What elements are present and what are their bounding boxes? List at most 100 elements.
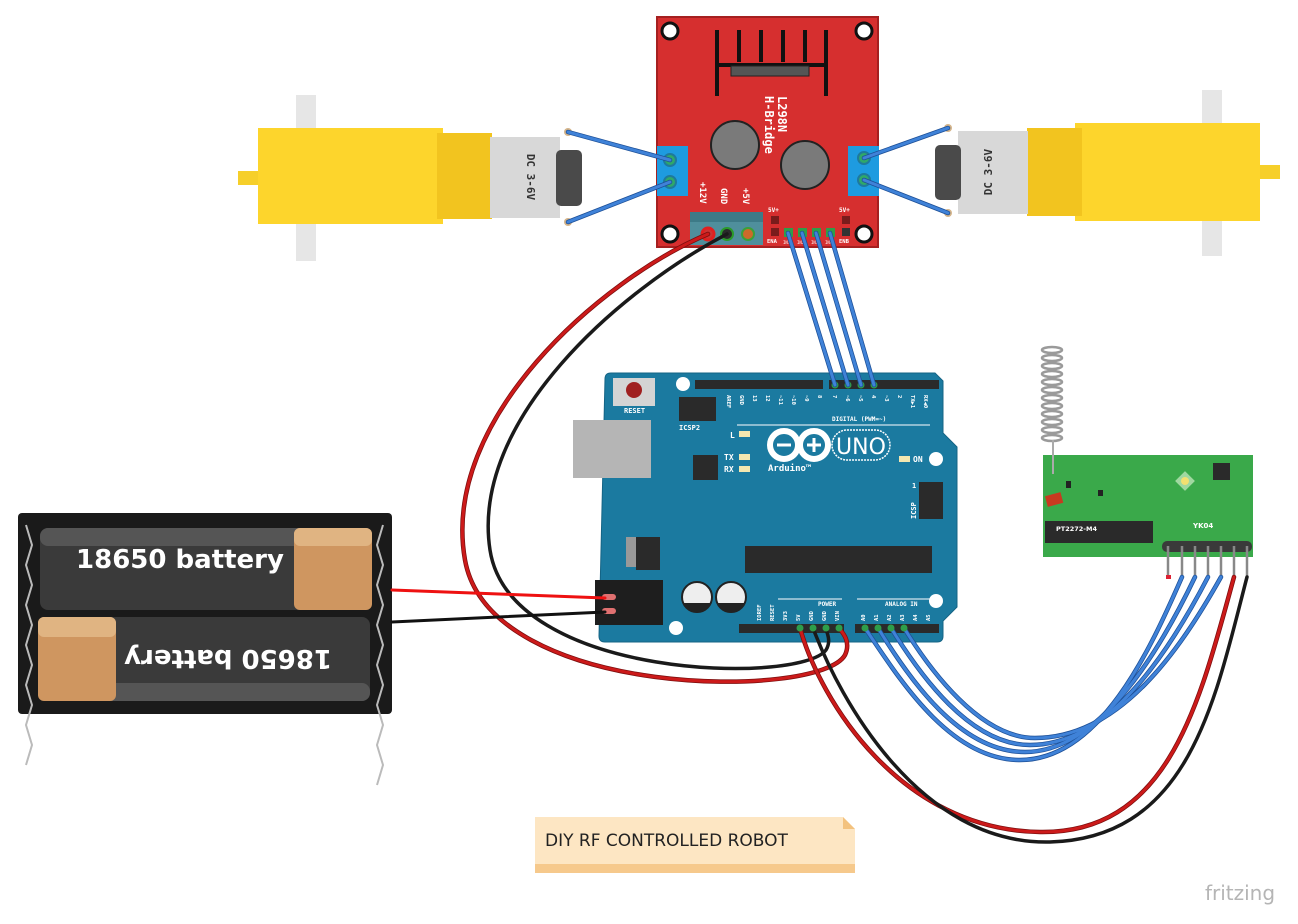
wire-in4-d4[interactable] [828,231,876,387]
right-motor-body [958,131,1028,214]
svg-text:A2: A2 [887,614,893,621]
smd-component [1066,481,1071,488]
pin-enb[interactable] [842,228,850,236]
power-header[interactable] [739,624,844,633]
pin-a2[interactable] [887,624,895,632]
l298n-hbridge[interactable]: L298N H-Bridge +12V GND +5V 5V+ 5V+ [656,16,879,248]
crystal [1044,492,1064,507]
pin-gnd-2[interactable] [822,624,830,632]
label-in2: IN2 [797,240,805,245]
svg-text:~6: ~6 [844,395,850,402]
analog-header[interactable] [855,624,939,633]
yk04-label: YK04 [1192,522,1213,530]
label-in3: IN3 [811,240,819,245]
battery-cell-top: 18650 battery [40,528,372,610]
wire-a0-rf-d0[interactable] [863,575,1184,762]
left-motor[interactable]: DC 3-6V [238,95,582,261]
svg-text:A3: A3 [900,614,906,621]
icsp2-header[interactable] [679,397,716,421]
label-5v: +5V [740,188,750,205]
led-tx [739,454,750,460]
wire-gnd-rf-gnd[interactable] [811,575,1249,844]
wire-left-motor-1[interactable] [566,130,672,162]
led-on [899,456,910,462]
wire-battery-positive[interactable] [390,588,607,600]
voltage-regulator [636,537,660,570]
pin-a1[interactable] [874,624,882,632]
pin-vin[interactable] [835,624,843,632]
wire-a1-rf-d1[interactable] [876,575,1197,754]
right-motor[interactable]: DC 3-6V [935,90,1280,256]
wire-right-motor-2[interactable] [862,178,950,215]
antenna-coil [1040,345,1064,443]
svg-text:A0: A0 [861,614,867,621]
wire-12v-vin[interactable] [461,232,849,684]
pin-a0[interactable] [861,624,869,632]
note-footer [535,864,855,873]
arduino-uno[interactable]: RESET ICSP2 AREF GND 13 12 ~11 ~10 ~9 8 … [573,372,958,643]
wire-in1-d7[interactable] [786,231,837,387]
pin-5v[interactable] [796,624,804,632]
capacitor [710,120,760,170]
wire-5v-rf-vcc[interactable] [798,575,1236,834]
capacitor [780,140,830,190]
terminal-5v[interactable] [741,227,755,241]
icsp-header[interactable] [919,482,943,519]
battery-cell-bottom: 18650 battery [38,617,370,701]
svg-text:VIN: VIN [835,611,841,621]
left-motor-shaft [238,171,260,185]
arduino-logo: UNO [767,428,891,462]
svg-text:GND: GND [822,610,828,621]
wire-in2-d6[interactable] [800,231,850,387]
usb-chip [693,455,718,480]
note-corner-fold [843,817,855,829]
svg-text:2: 2 [896,395,902,398]
mounting-hole [929,452,943,466]
pt2272-label: PT2272-M4 [1056,525,1097,533]
battery-holder[interactable]: 18650 battery 18650 battery [18,513,392,786]
power-terminal-top [690,212,763,222]
pin-a3[interactable] [900,624,908,632]
rf-receiver-module[interactable]: PT2272-M4 YK04 [1040,345,1253,579]
smd-component [1098,490,1103,496]
left-motor-label: DC 3-6V [524,154,537,201]
wire-a2-rf-d2[interactable] [889,575,1210,747]
ic-chip [1213,463,1230,480]
battery-bottom-label: 18650 battery [124,643,332,673]
svg-text:A1: A1 [874,614,880,621]
icsp-label: ICSP [910,502,918,519]
svg-text:3V3: 3V3 [783,611,789,621]
wires[interactable] [390,125,1249,844]
wire-a3-rf-d3[interactable] [902,575,1223,740]
wire-right-motor-1[interactable] [862,126,950,160]
mounting-hole [669,621,683,635]
svg-text:RX◀0: RX◀0 [922,395,928,408]
pin-ena[interactable] [771,228,779,236]
mounting-hole [929,594,943,608]
usb-port[interactable] [573,420,651,478]
analog-pin-labels: A0 A1 A2 A3 A4 A5 [861,614,932,621]
wire-gnd-gnd[interactable] [486,232,831,671]
note-text[interactable]: DIY RF CONTROLLED ROBOT [545,831,789,851]
note[interactable]: DIY RF CONTROLLED ROBOT [535,817,855,873]
left-motor-gearbox [258,128,443,224]
wire-left-motor-2[interactable] [566,180,672,224]
potentiometer-screw [1181,477,1189,485]
power-label: POWER [818,601,836,608]
pin-gnd[interactable] [809,624,817,632]
wire-in3-d5[interactable] [814,231,863,387]
svg-text:13: 13 [751,395,757,402]
right-motor-gear-cap [1027,128,1082,216]
dc-power-jack[interactable] [595,580,663,625]
wire-battery-negative[interactable] [390,610,607,624]
reset-button-cap[interactable] [626,382,642,398]
left-motor-gear-cap [437,133,492,219]
l298n-chip [730,65,810,77]
digital-header-high[interactable] [695,380,823,389]
svg-text:RESET: RESET [770,604,776,621]
label-12v: +12V [697,182,707,204]
rf-header-pins[interactable] [1162,541,1252,579]
svg-text:GND: GND [738,395,744,406]
digital-header-low[interactable] [829,380,939,389]
